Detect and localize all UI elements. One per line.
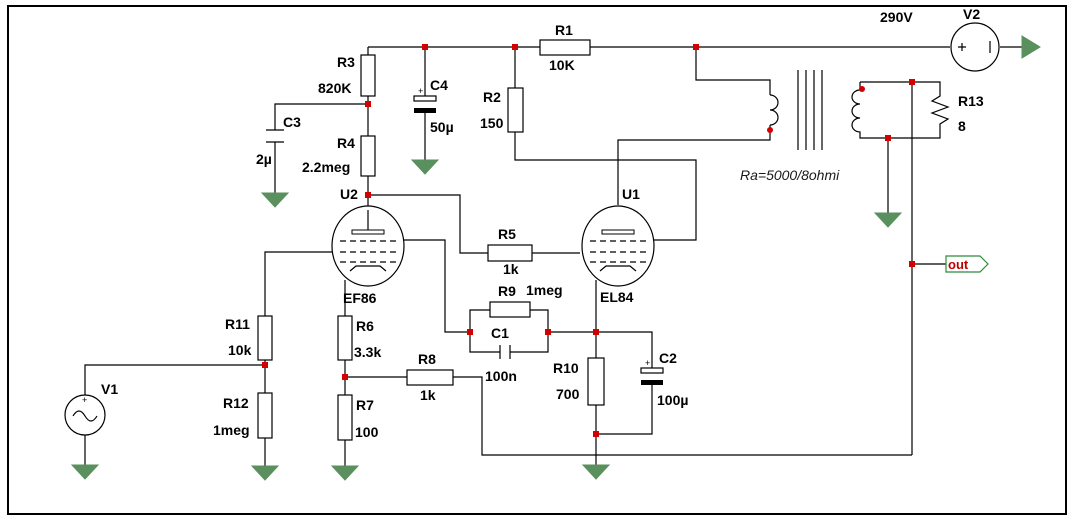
- r10-value: 700: [556, 386, 580, 402]
- svg-text:+: +: [82, 395, 87, 405]
- resistor-r7: [337, 394, 353, 441]
- resistor-r10: [587, 357, 605, 406]
- u1-name: U1: [622, 186, 640, 202]
- capacitor-c1: [499, 345, 511, 359]
- output-port: [945, 255, 989, 273]
- tube-u2: [331, 205, 405, 287]
- v2-name: V2: [963, 6, 980, 22]
- r2-name: R2: [483, 89, 501, 105]
- r13-name: R13: [958, 93, 984, 109]
- r4-value: 2.2meg: [302, 159, 350, 175]
- r11-name: R11: [225, 316, 250, 332]
- svg-text:+: +: [418, 86, 423, 96]
- c4-value: 50µ: [430, 119, 454, 135]
- tube-u1: [581, 205, 655, 287]
- ground-icon: [873, 212, 903, 228]
- v2-ground-arrow: [1021, 35, 1041, 59]
- ground-icon: [260, 192, 290, 208]
- resistor-r9: [489, 301, 531, 318]
- ground-symbols: [70, 159, 903, 481]
- c1-value: 100n: [485, 368, 517, 384]
- resistor-r11: [257, 315, 273, 361]
- ground-icon: [70, 464, 100, 480]
- resistor-r5: [487, 244, 533, 262]
- ground-icon: [250, 465, 280, 481]
- r9-name: R9: [498, 283, 516, 299]
- r6-value: 3.3k: [354, 344, 381, 360]
- ground-icon: [581, 464, 611, 480]
- resistor-r4: [360, 135, 376, 177]
- c2-name: C2: [659, 350, 677, 366]
- v1-name: V1: [101, 381, 118, 397]
- r8-value: 1k: [420, 387, 436, 403]
- r1-value: 10K: [549, 57, 575, 73]
- r4-name: R4: [337, 135, 355, 151]
- r10-name: R10: [553, 360, 579, 376]
- r1-name: R1: [555, 22, 573, 38]
- r13-value: 8: [958, 118, 966, 134]
- resistor-r1: [539, 39, 591, 56]
- r7-value: 100: [355, 424, 379, 440]
- r2-value: 150: [480, 115, 504, 131]
- u1-type: EL84: [600, 289, 634, 305]
- c1-name: C1: [491, 325, 509, 341]
- r11-value: 10k: [228, 342, 252, 358]
- capacitor-c2: +: [640, 358, 664, 387]
- r3-name: R3: [337, 54, 355, 70]
- capacitor-c3: [266, 129, 284, 143]
- resistor-r2: [507, 87, 524, 133]
- dc-source-v2: [950, 22, 1000, 72]
- r8-name: R8: [418, 351, 436, 367]
- transformer-note: Ra=5000/8ohmi: [740, 167, 840, 183]
- supply-voltage: 290V: [880, 9, 913, 25]
- r6-name: R6: [356, 318, 374, 334]
- c3-name: C3: [283, 114, 301, 130]
- output-label: out: [948, 257, 969, 272]
- resistor-r12: [257, 392, 273, 439]
- resistor-r8: [406, 369, 454, 386]
- r12-value: 1meg: [213, 422, 250, 438]
- resistor-r3: [360, 54, 376, 97]
- c4-name: C4: [430, 77, 448, 93]
- ground-icon: [330, 465, 360, 481]
- schematic-frame: [7, 5, 1067, 515]
- r12-name: R12: [223, 395, 249, 411]
- u2-name: U2: [340, 186, 358, 202]
- r7-name: R7: [356, 397, 374, 413]
- r5-value: 1k: [503, 261, 519, 277]
- junction-nodes: [262, 44, 915, 437]
- resistor-r6: [337, 315, 353, 361]
- u2-type: EF86: [343, 290, 377, 306]
- ac-source-v1: +: [64, 394, 106, 436]
- svg-text:+: +: [645, 358, 650, 368]
- resistor-r13: [930, 92, 950, 128]
- capacitor-c4: +: [413, 86, 437, 113]
- r9-value: 1meg: [526, 282, 563, 298]
- ground-icon: [410, 159, 440, 175]
- r5-name: R5: [498, 226, 516, 242]
- output-transformer: [767, 70, 888, 150]
- c3-value: 2µ: [256, 151, 272, 167]
- c2-value: 100µ: [657, 392, 688, 408]
- r3-value: 820K: [318, 80, 351, 96]
